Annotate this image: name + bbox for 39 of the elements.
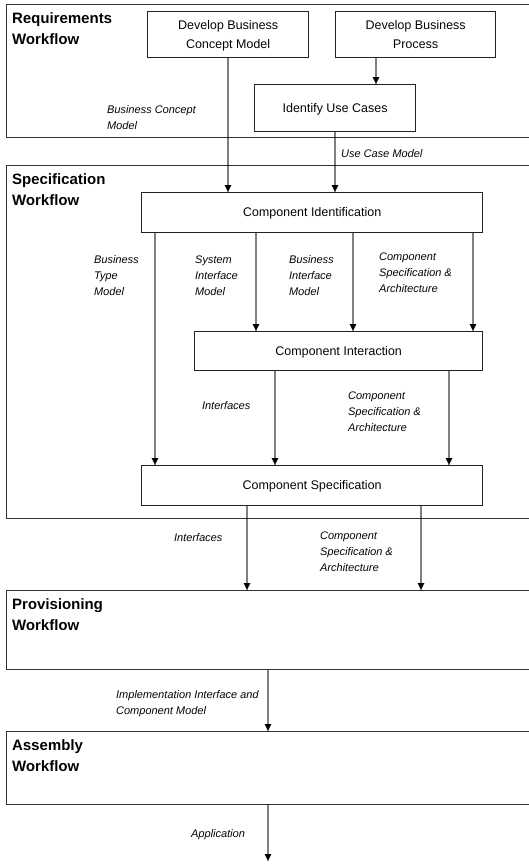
panel-heading: Provisioning Workflow xyxy=(12,595,104,636)
edge-label: Implementation Interface and Component Model xyxy=(116,688,260,719)
workflow-panel xyxy=(6,590,529,670)
arrow xyxy=(244,506,250,590)
panel-heading: Assembly Workflow xyxy=(12,736,84,777)
edge-label: Use Case Model xyxy=(341,147,424,162)
panel-heading: Specification Workflow xyxy=(12,170,106,211)
arrow xyxy=(272,370,278,466)
arrow xyxy=(418,506,424,590)
process-box: Develop Business Concept Model xyxy=(147,11,309,58)
edge-label: Business Interface Model xyxy=(289,253,335,300)
edge-label: Interfaces xyxy=(174,531,224,546)
process-box: Develop Business Process xyxy=(335,11,496,58)
arrow xyxy=(332,132,338,192)
arrow xyxy=(372,58,380,84)
edge-label: Application xyxy=(191,827,246,842)
process-box: Component Interaction xyxy=(194,331,483,371)
arrow xyxy=(470,232,476,332)
arrow xyxy=(152,232,158,466)
arrow xyxy=(224,58,232,192)
workflow-panel xyxy=(6,731,529,805)
edge-label: Component Specification & Architecture xyxy=(379,250,453,297)
process-box: Component Specification xyxy=(141,465,483,506)
edge-label: Business Type Model xyxy=(94,253,140,300)
workflow-panel xyxy=(6,165,529,519)
arrow xyxy=(446,370,452,466)
arrow xyxy=(350,232,356,332)
arrow xyxy=(252,232,260,332)
arrow xyxy=(264,804,272,862)
edge-label: Component Specification & Architecture xyxy=(348,389,422,436)
edge-label: System Interface Model xyxy=(195,253,239,300)
process-box: Identify Use Cases xyxy=(254,84,416,132)
process-box: Component Identification xyxy=(141,192,483,233)
workflow-panel xyxy=(6,4,529,138)
edge-label: Business Concept Model xyxy=(107,103,197,134)
arrow xyxy=(264,670,272,732)
edge-label: Component Specification & Architecture xyxy=(320,529,394,576)
panel-heading: Requirements Workflow xyxy=(12,9,114,50)
edge-label: Interfaces xyxy=(202,399,252,414)
